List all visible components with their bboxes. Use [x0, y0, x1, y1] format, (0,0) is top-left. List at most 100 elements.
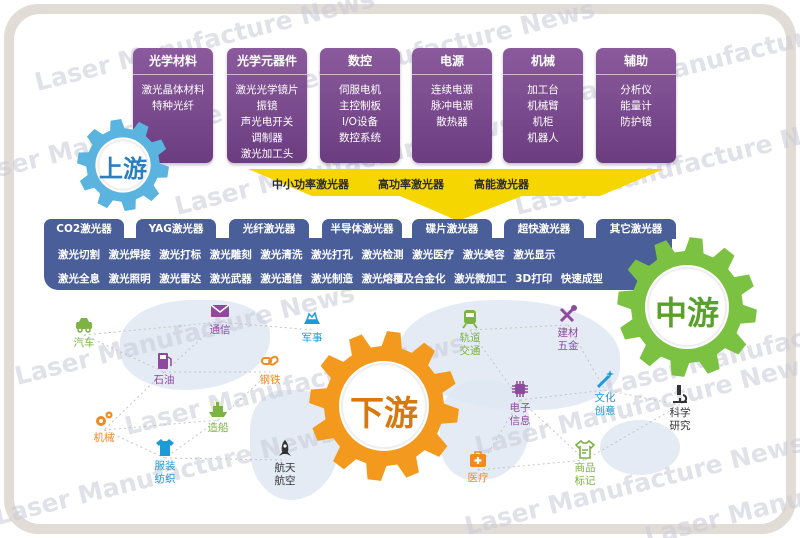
- industry-label: 科学: [669, 407, 691, 419]
- power-level-low-medium: 中小功率激光器: [272, 178, 349, 191]
- industry-label: 纺织: [154, 473, 176, 485]
- application-item: 激光全息: [58, 273, 100, 285]
- industry-label: 医疗: [467, 472, 489, 484]
- laser-type-tab: 半导体激光器: [322, 219, 402, 239]
- upstream-item: 数控系统: [339, 132, 381, 144]
- upstream-item: 防护镜: [620, 116, 652, 128]
- industry-14: 医疗: [456, 448, 500, 485]
- upstream-item: 激光加工头: [240, 148, 294, 160]
- applications-row-1: 激光切割激光焊接激光打标激光雕刻激光清洗激光打孔激光检测激光医疗激光美容激光显示: [58, 247, 564, 262]
- ship-icon: [209, 402, 227, 417]
- laser-type-tab: 其它激光器: [596, 219, 676, 239]
- upstream-item: 机械臂: [527, 100, 559, 112]
- downstream-gear-label: 下游: [350, 394, 418, 434]
- application-item: 激光美容: [462, 249, 505, 261]
- upstream-item: 振镜: [256, 100, 278, 112]
- downstream-gear: [309, 331, 459, 481]
- upstream-category-title: 光学材料: [133, 48, 213, 75]
- upstream-item: 激光晶体材料: [141, 84, 205, 96]
- upstream-category-items: 激光晶体材料特种光纤: [133, 75, 213, 114]
- industry-label: 交通: [459, 345, 481, 357]
- upstream-item: 特种光纤: [152, 100, 194, 112]
- tools-icon: [559, 305, 577, 323]
- industry-3: 石油: [142, 350, 186, 387]
- upstream-gear-label: 上游: [99, 155, 147, 183]
- industry-label: 信息: [509, 415, 531, 427]
- industry-label: 五金: [557, 340, 579, 352]
- shirt-icon: [156, 439, 174, 456]
- car-icon: [76, 318, 92, 333]
- train-icon: [462, 310, 478, 329]
- industry-1: 通信: [198, 300, 242, 337]
- application-item: 3D打印: [515, 273, 553, 285]
- power-level-high-energy: 高能激光器: [474, 178, 529, 191]
- application-item: 激光打孔: [310, 249, 353, 261]
- industry-15: 商品标记: [563, 438, 607, 488]
- application-item: 激光切割: [58, 249, 100, 261]
- industry-label: 轨道: [459, 332, 481, 344]
- application-item: 激光检测: [361, 249, 404, 261]
- industry-label: 服装: [154, 460, 176, 472]
- application-item: 激光武器: [209, 273, 252, 285]
- application-item: 激光熔覆及合金化: [361, 273, 446, 285]
- industry-label: 标记: [574, 475, 596, 487]
- application-item: 激光雕刻: [209, 249, 252, 261]
- application-item: 激光通信: [260, 273, 303, 285]
- upstream-item: 散热器: [436, 116, 468, 128]
- industry-label: 通信: [209, 324, 231, 336]
- upstream-category-title: 电源: [412, 48, 492, 75]
- upstream-item: 机柜: [532, 116, 554, 128]
- application-item: 激光制造: [310, 273, 353, 285]
- upstream-item: 调制器: [251, 132, 283, 144]
- military-icon: [304, 311, 320, 324]
- upstream-item: 加工台: [527, 84, 559, 96]
- rocket-icon: [279, 440, 291, 456]
- laser-type-tab: 碟片激光器: [412, 219, 492, 239]
- industry-7: 服装纺织: [143, 436, 187, 486]
- industry-6: 造船: [196, 398, 240, 435]
- upstream-category-title: 光学元器件: [227, 48, 307, 75]
- upstream-item: 激光光学镜片: [235, 84, 299, 96]
- upstream-gear: [77, 119, 169, 211]
- power-level-high: 高功率激光器: [378, 178, 444, 191]
- microscope-icon: [673, 385, 688, 403]
- midstream-gear-label: 中游: [654, 294, 719, 332]
- chip-icon: [512, 381, 528, 397]
- industry-label: 航空: [274, 475, 296, 487]
- upstream-category-box: 机械加工台机械臂机柜机器人: [503, 48, 583, 163]
- application-item: 激光显示: [513, 249, 556, 261]
- industry-4: 钢铁: [248, 350, 292, 387]
- laser-type-tab: CO2激光器: [44, 219, 124, 239]
- industry-5: 机械: [82, 408, 126, 445]
- application-item: 激光清洗: [260, 249, 303, 261]
- industry-label: 电子: [509, 402, 531, 414]
- world-map-shape: [600, 420, 680, 475]
- envelope-icon: [210, 304, 230, 317]
- industry-label: 文化: [594, 392, 616, 404]
- wand-icon: [596, 370, 614, 389]
- upstream-item: 机器人: [527, 132, 559, 144]
- industry-13: 科学研究: [658, 383, 702, 433]
- upstream-category-items: 激光光学镜片振镜声光电开关调制器激光加工头: [227, 75, 307, 162]
- laser-type-tab: 光纤激光器: [229, 219, 309, 239]
- industry-0: 汽车: [62, 313, 106, 350]
- upstream-item: 声光电开关: [240, 116, 294, 128]
- upstream-item: I/O设备: [342, 116, 378, 128]
- upstream-item: 脉冲电源: [431, 100, 473, 112]
- industry-label: 航天: [274, 462, 296, 474]
- upstream-category-items: 连续电源脉冲电源散热器: [412, 75, 492, 130]
- fuel-icon: [158, 353, 172, 369]
- gears-icon: [96, 411, 113, 426]
- application-item: 激光医疗: [412, 249, 455, 261]
- application-item: 激光微加工: [454, 273, 507, 285]
- midstream-gear: [617, 237, 757, 377]
- upstream-category-items: 加工台机械臂机柜机器人: [503, 75, 583, 146]
- industry-label: 创意: [594, 405, 616, 417]
- industry-label: 研究: [669, 420, 691, 432]
- upstream-item: 伺服电机: [339, 84, 381, 96]
- industry-label: 汽车: [73, 337, 95, 349]
